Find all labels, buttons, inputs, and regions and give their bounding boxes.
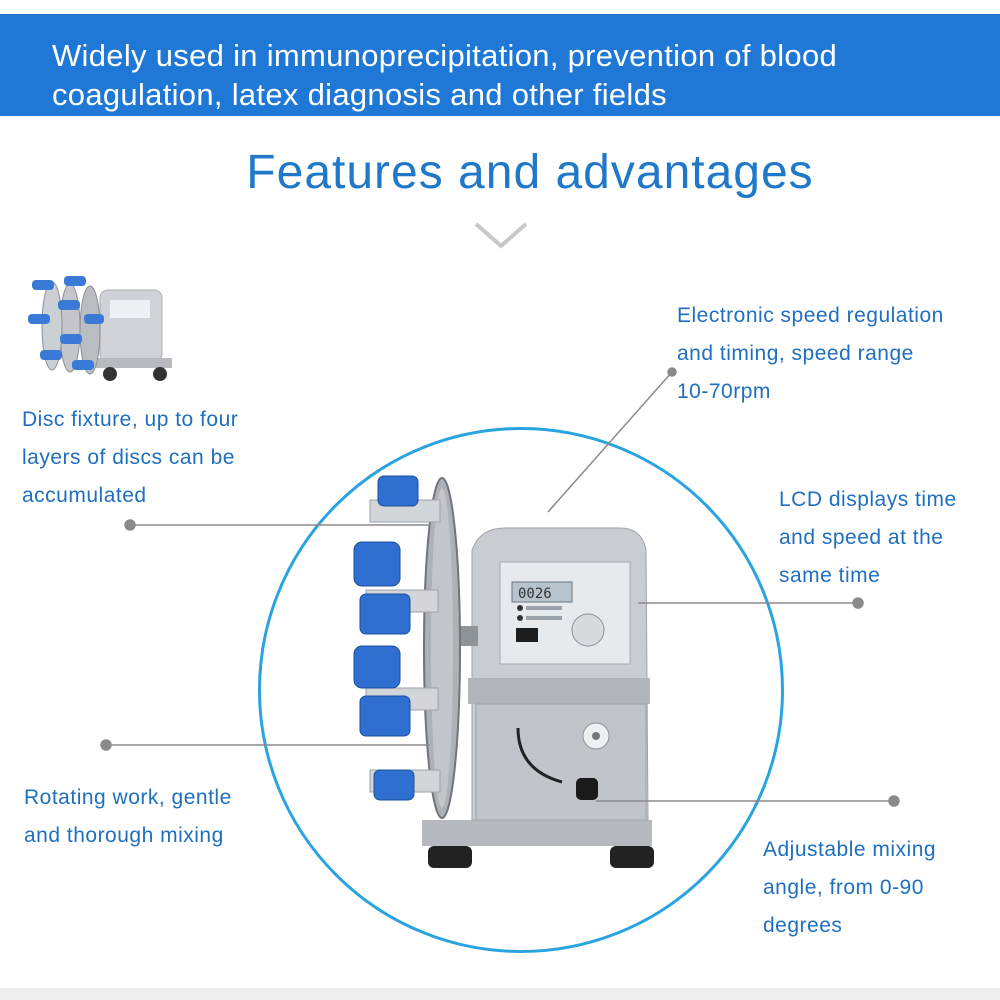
callout-rotating-line-2: and thorough mixing [24, 824, 224, 847]
callout-disc-line-2: layers of discs can be [22, 446, 235, 469]
callout-speed-line-1: Electronic speed regulation [677, 304, 944, 327]
banner-text: Widely used in immunoprecipitation, prev… [52, 36, 992, 114]
banner-line-2: coagulation, latex diagnosis and other f… [52, 77, 667, 112]
chevron-down-icon [474, 222, 528, 249]
product-thumbnail-image [28, 276, 172, 381]
callout-disc-line-3: accumulated [22, 484, 147, 507]
highlight-circle [258, 427, 784, 953]
lcd-reading: 0026 [518, 586, 552, 602]
callout-mixing-angle: Adjustable mixing angle, from 0-90 degre… [763, 831, 936, 945]
callout-angle-line-2: angle, from 0-90 [763, 876, 924, 899]
callout-speed-line-3: 10-70rpm [677, 380, 771, 403]
callout-angle-line-3: degrees [763, 914, 843, 937]
callout-disc-line-1: Disc fixture, up to four [22, 408, 239, 431]
callout-lcd-line-1: LCD displays time [779, 488, 957, 511]
banner-line-1: Widely used in immunoprecipitation, prev… [52, 38, 838, 73]
callout-lcd-line-3: same time [779, 564, 881, 587]
callout-rotating-work: Rotating work, gentle and thorough mixin… [24, 779, 232, 855]
callout-lcd-display: LCD displays time and speed at the same … [779, 481, 957, 595]
header-banner: Widely used in immunoprecipitation, prev… [0, 14, 1000, 116]
callout-speed-regulation: Electronic speed regulation and timing, … [677, 297, 944, 411]
callout-speed-line-2: and timing, speed range [677, 342, 914, 365]
callout-angle-line-1: Adjustable mixing [763, 838, 937, 861]
callout-lcd-line-2: and speed at the [779, 526, 944, 549]
callout-rotating-line-1: Rotating work, gentle [24, 786, 232, 809]
section-title: Features and advantages [246, 146, 814, 199]
bottom-divider [0, 988, 1000, 1000]
callout-disc-fixture: Disc fixture, up to four layers of discs… [22, 401, 238, 515]
